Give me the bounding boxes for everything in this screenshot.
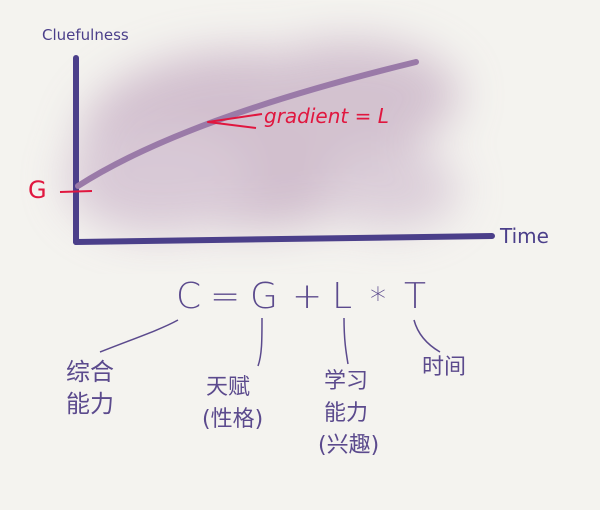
- note-t: 时间: [422, 352, 466, 384]
- y-axis-label: Cluefulness: [42, 26, 129, 44]
- slope-label: gradient = L: [264, 104, 389, 128]
- formula-times: *: [370, 280, 386, 318]
- note-l-line-1: 学习: [324, 369, 369, 394]
- connector-l: [343, 317, 349, 365]
- note-l-line-2: 能力: [324, 401, 369, 426]
- intercept-tick: [59, 190, 93, 193]
- note-g: 天赋 (性格): [202, 372, 263, 436]
- x-axis-label: Time: [500, 224, 549, 248]
- formula-term-c: C: [176, 276, 202, 317]
- note-g-line-1: 天赋: [206, 375, 251, 400]
- connector-g: [257, 317, 263, 367]
- note-c: 综合 能力: [66, 356, 114, 420]
- note-c-line-2: 能力: [66, 390, 114, 418]
- formula-term-g: G: [250, 276, 278, 317]
- note-g-line-2: (性格): [202, 407, 264, 432]
- gradient-arrow: [207, 113, 263, 129]
- formula-term-l: L: [332, 276, 353, 317]
- formula-equals: =: [210, 276, 241, 317]
- connector-t: [413, 319, 441, 353]
- color-wash: [65, 40, 460, 235]
- formula-plus: +: [292, 276, 323, 317]
- intercept-label: G: [28, 176, 47, 204]
- note-l-line-3: (兴趣): [318, 433, 380, 458]
- formula-term-t: T: [404, 276, 426, 317]
- x-axis: [73, 233, 495, 245]
- note-t-line-1: 时间: [422, 355, 467, 380]
- connector-c: [99, 319, 179, 353]
- note-l: 学习 能力 (兴趣): [318, 366, 379, 462]
- note-c-line-1: 综合: [66, 358, 114, 386]
